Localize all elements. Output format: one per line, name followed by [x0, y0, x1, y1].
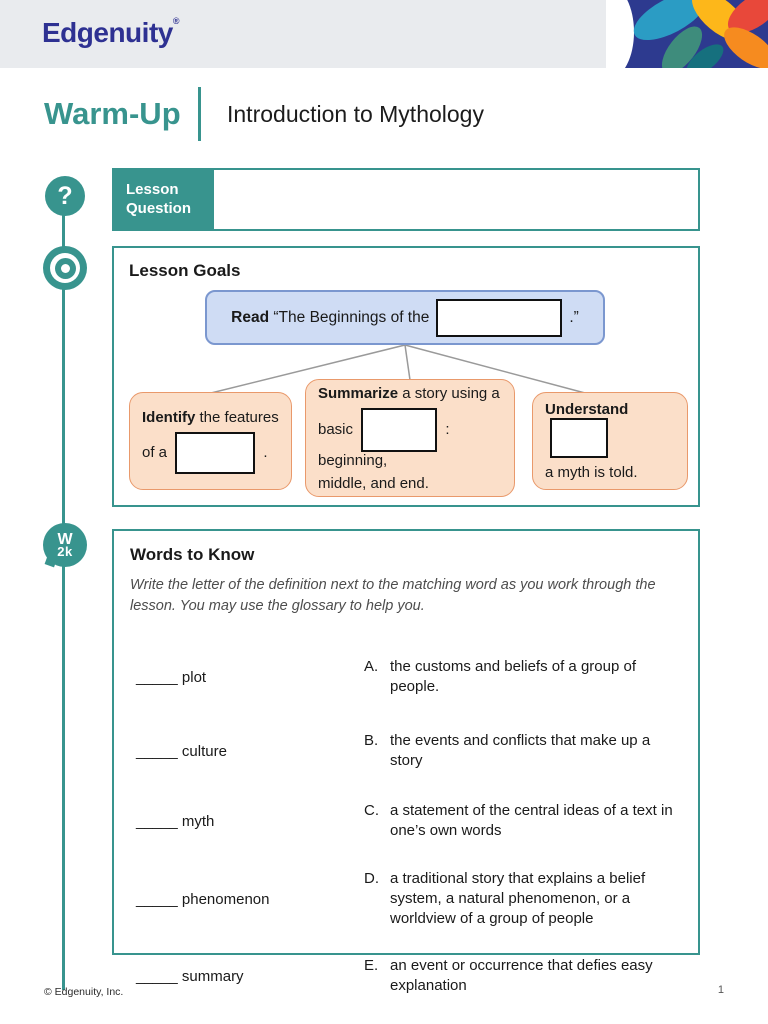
words-to-know-box: Words to Know Write the letter of the de… [112, 529, 700, 994]
identify-pre: of a [142, 443, 168, 461]
understand-line2: a myth is told. [545, 464, 638, 481]
lesson-question-box: Lesson Question [112, 168, 700, 231]
page-number: 1 [717, 984, 724, 996]
answer-blank-phenomenon[interactable]: _____ [136, 890, 178, 908]
match-row-myth: _____ myth C. a statement of the central… [136, 793, 680, 849]
words-to-know-instructions: Write the letter of the definition next … [130, 577, 656, 615]
page-title: Introduction to Mythology [227, 100, 484, 127]
identify-suffix: . [263, 443, 268, 461]
header-bar: Edgenuity® [0, 0, 768, 68]
words-to-know-heading: Words to Know [130, 545, 255, 564]
definition-text-d: a traditional story that explains a beli… [390, 869, 646, 928]
match-row-summary: _____ summary E. an event or occurrence … [136, 945, 680, 1007]
match-row-phenomenon: _____ phenomenon D. a traditional story … [136, 861, 680, 937]
summarize-rest: a story using a [398, 384, 500, 402]
timeline-line [62, 196, 65, 990]
summarize-blank[interactable] [361, 407, 438, 452]
matching-exercise: _____ plot A. the customs and beliefs of… [130, 651, 680, 1007]
goal-connector-lines [210, 344, 586, 394]
definition-letter-c: C. [364, 801, 379, 819]
term-culture: culture [181, 742, 227, 760]
words-to-know-icon: W 2k [43, 523, 87, 567]
understand-bold: Understand [545, 401, 629, 418]
answer-blank-plot[interactable]: _____ [136, 668, 178, 686]
lesson-question-answer-area[interactable] [214, 170, 698, 229]
definition-text-c: a statement of the central ideas of a te… [390, 801, 673, 840]
identify-bold: Identify [142, 408, 196, 426]
read-suffix: .” [569, 308, 579, 326]
summarize-bold: Summarize [318, 384, 399, 402]
summarize-last: middle, and end. [318, 474, 429, 492]
definition-text-a: the customs and beliefs of a group of pe… [390, 657, 636, 696]
title-bar: Warm-Up Introduction to Mythology [44, 86, 724, 142]
term-plot: plot [181, 668, 207, 686]
copyright-notice: © Edgenuity, Inc. [44, 986, 124, 998]
answer-blank-myth[interactable]: _____ [136, 812, 178, 830]
answer-blank-summary[interactable]: _____ [136, 967, 178, 985]
summarize-goal-card: Summarize a story using a basic : beginn… [305, 379, 515, 497]
match-row-plot: _____ plot A. the customs and beliefs of… [136, 651, 680, 703]
summarize-pre: basic [318, 420, 354, 438]
read-title-blank[interactable] [436, 298, 563, 337]
definition-text-b: the events and conflicts that make up a … [390, 731, 651, 770]
lesson-goals-heading: Lesson Goals [129, 261, 241, 280]
read-bold: Read [231, 308, 270, 326]
question-icon: ? [45, 176, 85, 216]
definition-letter-a: A. [364, 657, 379, 675]
term-phenomenon: phenomenon [181, 890, 270, 908]
identify-rest: the features [195, 408, 279, 426]
lesson-goals-box: Lesson Goals Read “The Beginnings of the… [112, 246, 700, 507]
definition-letter-b: B. [364, 731, 379, 749]
read-text: “The Beginnings of the [273, 308, 430, 326]
understand-goal-card: Understand a myth is told. [532, 392, 688, 490]
lesson-question-label: Lesson Question [114, 170, 214, 229]
question-glyph: ? [57, 181, 73, 210]
term-summary: summary [181, 967, 244, 985]
brand-petal-graphic [606, 0, 768, 68]
answer-blank-culture[interactable]: _____ [136, 742, 178, 760]
read-goal-box: Read “The Beginnings of the .” [205, 290, 605, 345]
match-row-culture: _____ culture B. the events and conflict… [136, 725, 680, 777]
logo-text: Edgenuity [42, 17, 173, 48]
title-divider [198, 87, 201, 141]
definition-letter-d: D. [364, 869, 379, 887]
summarize-post: : beginning, [318, 420, 450, 469]
warmup-label: Warm-Up [44, 96, 181, 131]
term-myth: myth [181, 812, 215, 830]
registered-mark: ® [172, 16, 180, 26]
target-icon [43, 246, 87, 290]
identify-goal-card: Identify the features of a . [129, 392, 292, 490]
identify-blank[interactable] [175, 431, 256, 474]
edgenuity-logo: Edgenuity® [42, 16, 179, 49]
definition-letter-e: E. [364, 956, 379, 974]
understand-blank[interactable] [550, 418, 608, 458]
definition-text-e: an event or occurrence that defies easy … [390, 956, 653, 995]
